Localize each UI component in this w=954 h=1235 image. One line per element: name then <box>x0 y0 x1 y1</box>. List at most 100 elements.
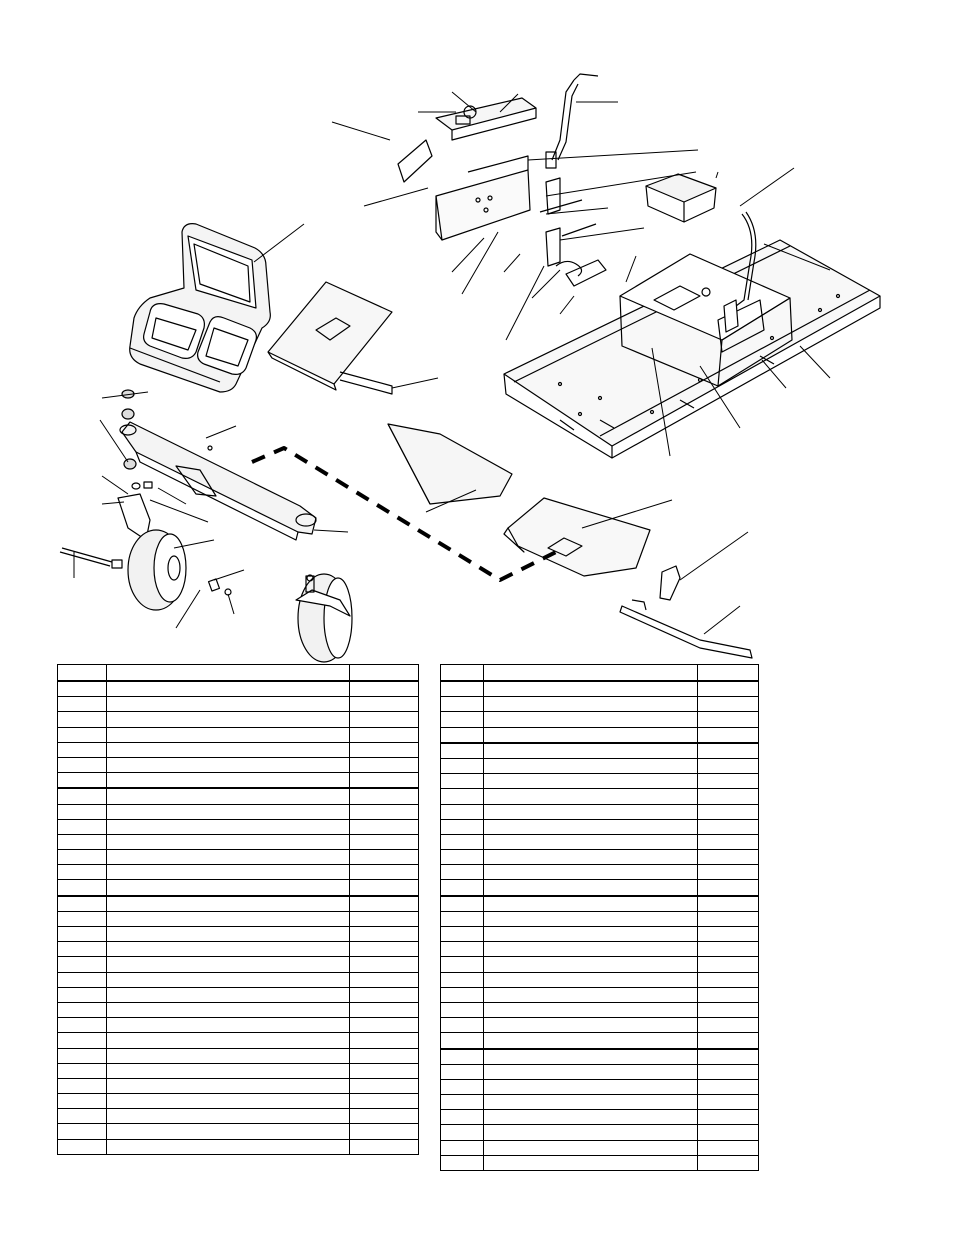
table-row <box>57 925 419 943</box>
table-cell <box>106 711 350 728</box>
table-cell <box>697 1154 759 1172</box>
table-cell <box>697 986 759 1003</box>
table-cell <box>483 894 698 912</box>
table-cell <box>483 1109 698 1126</box>
table-cell <box>483 986 698 1003</box>
table-cell <box>57 1077 107 1095</box>
table-cell <box>483 696 698 713</box>
table-cell <box>106 1001 350 1019</box>
table-cell <box>349 1001 419 1019</box>
table-cell <box>697 1017 759 1034</box>
table-cell <box>483 910 698 928</box>
table-row <box>440 788 759 805</box>
table-cell <box>106 864 350 881</box>
table-row <box>57 803 419 820</box>
table-cell <box>57 741 107 758</box>
table-cell <box>57 1108 107 1125</box>
table-cell <box>440 803 484 820</box>
table-row <box>57 864 419 881</box>
bushing-icon <box>121 389 153 490</box>
table-cell <box>106 833 350 851</box>
table-cell <box>697 757 759 775</box>
table-cell <box>697 1139 759 1156</box>
table-cell <box>697 788 759 805</box>
table-row <box>57 756 419 774</box>
table-row <box>57 787 419 805</box>
table-row <box>57 1032 419 1049</box>
table-row <box>440 1017 759 1034</box>
foot-plate-icon <box>503 497 651 577</box>
table-cell <box>57 986 107 1003</box>
table-cell <box>440 1154 484 1172</box>
table-row <box>440 680 759 698</box>
table-cell <box>440 910 484 928</box>
table-cell <box>349 1047 419 1064</box>
table-cell <box>349 1093 419 1110</box>
table-cell <box>697 894 759 912</box>
table-cell <box>697 1001 759 1019</box>
table-cell <box>349 1017 419 1034</box>
table-row <box>440 726 759 744</box>
table-cell <box>106 894 350 912</box>
table-cell <box>440 1032 484 1049</box>
table-cell <box>106 879 350 897</box>
table-row <box>440 1001 759 1019</box>
table-cell <box>106 1108 350 1125</box>
front-axle-icon <box>119 421 317 541</box>
table-row <box>440 757 759 775</box>
table-cell <box>440 788 484 805</box>
table-row <box>57 1123 419 1140</box>
table-header-cell <box>483 664 698 682</box>
table-cell <box>106 1062 350 1079</box>
table-cell <box>57 711 107 728</box>
table-cell <box>697 849 759 866</box>
table-cell <box>483 1001 698 1019</box>
seat-mount-plate-icon <box>267 281 393 395</box>
table-row <box>57 818 419 835</box>
table-row <box>57 741 419 758</box>
table-cell <box>349 696 419 713</box>
table-cell <box>697 741 759 759</box>
table-cell <box>349 756 419 774</box>
table-row <box>440 1139 759 1156</box>
table-row <box>440 879 759 897</box>
table-row <box>440 1032 759 1049</box>
table-row <box>57 1017 419 1034</box>
table-cell <box>349 1138 419 1155</box>
table-cell <box>483 1032 698 1049</box>
table-cell <box>57 1017 107 1034</box>
table-cell <box>57 696 107 713</box>
table-cell <box>483 757 698 775</box>
table-row <box>440 741 759 759</box>
linkage-bracket-icon <box>539 177 607 287</box>
table-cell <box>697 818 759 835</box>
table-cell <box>697 696 759 713</box>
table-cell <box>57 864 107 881</box>
table-row <box>440 696 759 713</box>
table-row <box>440 803 759 820</box>
table-row <box>57 696 419 713</box>
table-cell <box>440 741 484 759</box>
table-cell <box>106 803 350 820</box>
table-cell <box>697 803 759 820</box>
table-cell <box>106 956 350 973</box>
table-cell <box>106 986 350 1003</box>
table-cell <box>483 879 698 897</box>
table-cell <box>483 971 698 988</box>
table-cell <box>697 910 759 928</box>
table-row <box>440 864 759 881</box>
table-cell <box>697 1124 759 1141</box>
table-row <box>440 1094 759 1111</box>
table-cell <box>349 772 419 789</box>
fuel-tank-housing-icon <box>619 253 793 387</box>
table-row <box>440 849 759 866</box>
table-cell <box>57 803 107 820</box>
hand-lever-icon <box>545 73 599 169</box>
table-cell <box>483 925 698 943</box>
table-cell <box>697 864 759 881</box>
table-cell <box>697 1094 759 1111</box>
table-cell <box>440 849 484 866</box>
table-row <box>57 986 419 1003</box>
table-cell <box>349 971 419 988</box>
caster-wheel-assembly-icon <box>295 573 353 663</box>
